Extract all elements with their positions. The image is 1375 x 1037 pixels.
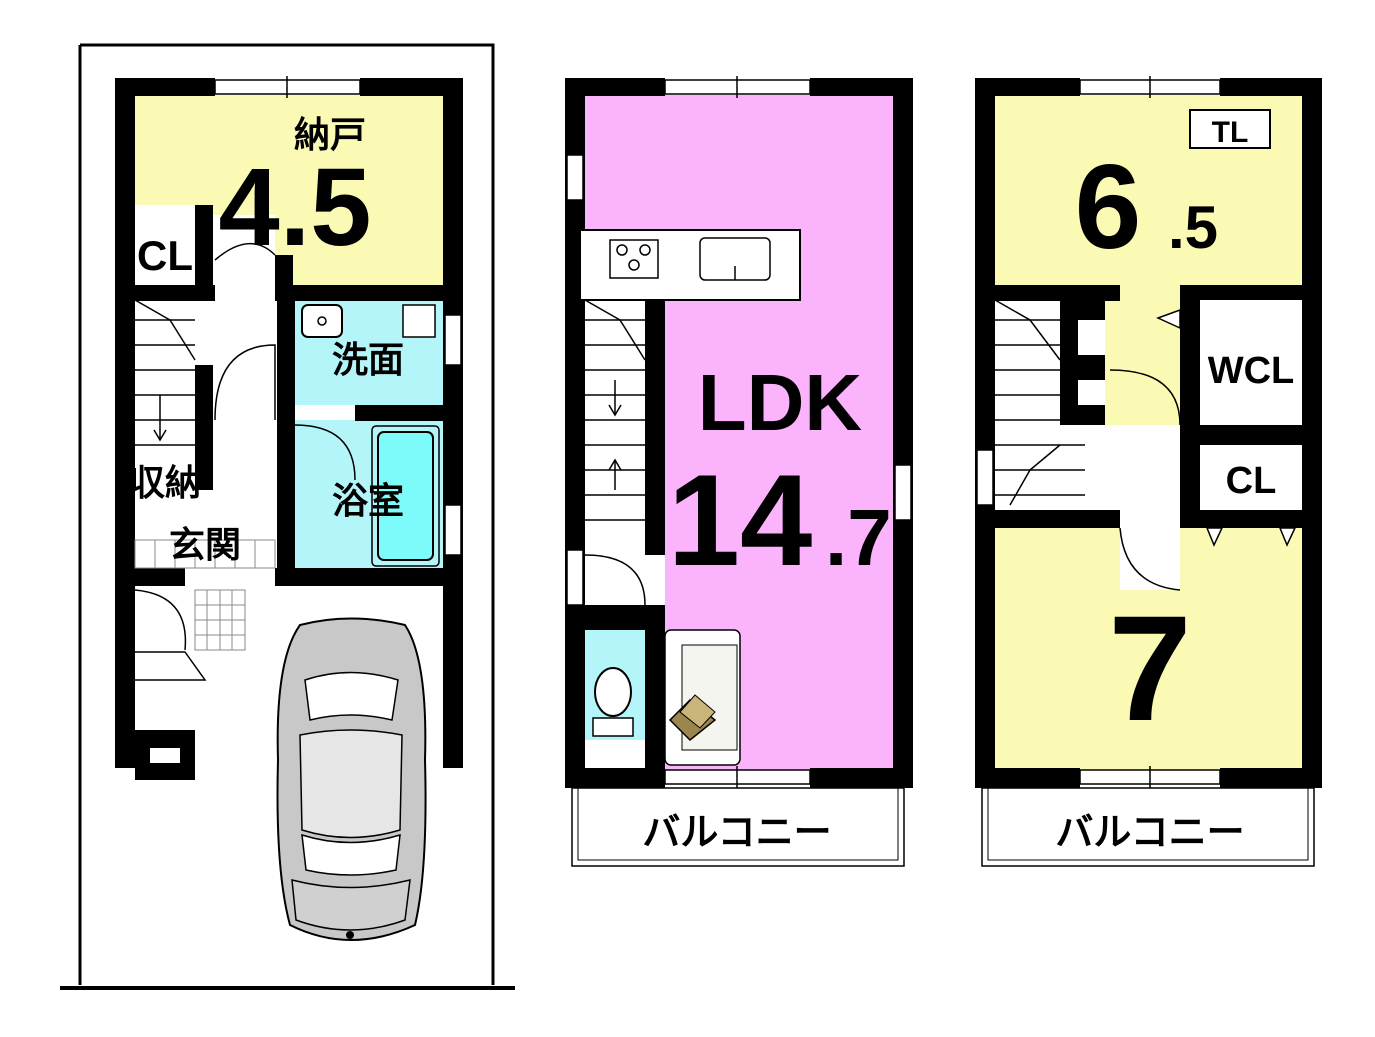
wall-north-a bbox=[115, 78, 215, 96]
sofa-icon bbox=[664, 629, 741, 766]
wall-north-b bbox=[360, 78, 463, 96]
closet-cl bbox=[135, 205, 195, 285]
wall-west bbox=[115, 78, 135, 768]
bedroom-north-size-dec: .5 bbox=[1168, 194, 1218, 261]
closet-label: CL bbox=[137, 232, 193, 279]
wall-stair bbox=[195, 365, 213, 490]
wall-east bbox=[443, 78, 463, 768]
wall-wash-bath bbox=[355, 405, 463, 421]
floor-2: LDK 14 .7 バルコニー bbox=[565, 76, 913, 867]
bathroom-label: 浴室 bbox=[332, 480, 404, 521]
tl-box bbox=[1189, 109, 1271, 149]
ldk-size-dec: .7 bbox=[825, 493, 892, 582]
bedroom-north-size-int: 6 bbox=[1075, 140, 1142, 274]
toilet-icon bbox=[592, 667, 634, 737]
balcony-floor-3 bbox=[981, 787, 1315, 867]
wall2-east bbox=[893, 78, 913, 788]
wcl-label: WCL bbox=[1208, 350, 1295, 392]
entrance-tiles bbox=[134, 539, 276, 651]
washer-icon bbox=[402, 304, 436, 338]
washbasin-icon bbox=[301, 304, 343, 338]
storage-label: 収納 bbox=[129, 462, 201, 503]
bathtub-rim bbox=[371, 425, 440, 567]
car-icon bbox=[276, 617, 427, 941]
entrance-label: 玄関 bbox=[169, 524, 241, 565]
floor-1: 納戸 4.5 CL 洗面 浴室 収納 玄関 bbox=[60, 43, 515, 990]
stairs-floor-2 bbox=[584, 299, 646, 521]
bathtub-icon bbox=[377, 431, 434, 561]
balcony-label-2: バルコニー bbox=[642, 812, 831, 854]
ldk-size-int: 14 bbox=[668, 447, 813, 593]
ldk-label: LDK bbox=[698, 358, 863, 447]
balcony-floor-2 bbox=[571, 787, 905, 867]
stove-icon bbox=[609, 239, 659, 279]
wall-storage-south-b bbox=[275, 285, 463, 301]
wall-storage-south-a bbox=[115, 285, 215, 301]
floor-3: TL 6 .5 WCL CL 7 バルコニー bbox=[975, 76, 1322, 867]
washbasin-drain bbox=[317, 316, 327, 326]
ldk-room bbox=[585, 95, 893, 775]
closet-3 bbox=[1200, 445, 1302, 510]
stairs-floor-3 bbox=[994, 299, 1085, 506]
wall-wash-west bbox=[277, 300, 295, 420]
wall-closet bbox=[195, 205, 213, 285]
wall-entrance-south bbox=[115, 568, 463, 586]
bedroom-south-size: 7 bbox=[1108, 584, 1191, 752]
washroom-label: 洗面 bbox=[332, 339, 404, 380]
storage-room-label: 納戸 bbox=[294, 114, 366, 155]
lot-boundary bbox=[80, 43, 495, 985]
stairs-floor-1 bbox=[134, 299, 196, 446]
storage-room-size: 4.5 bbox=[219, 146, 372, 269]
tl-label: TL bbox=[1212, 116, 1249, 149]
balcony-label-3: バルコニー bbox=[1055, 812, 1244, 854]
closet-3-label: CL bbox=[1226, 460, 1277, 502]
walk-in-closet bbox=[1200, 300, 1302, 425]
